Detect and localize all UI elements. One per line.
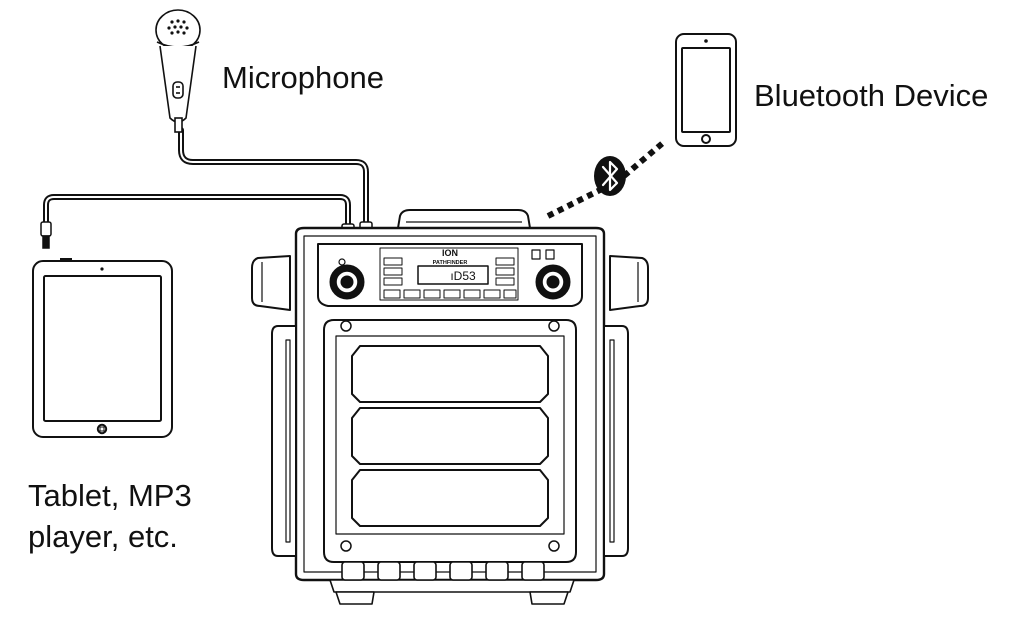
bluetooth-icon xyxy=(594,156,626,196)
microphone-icon xyxy=(155,9,201,133)
microphone-cable xyxy=(178,127,369,229)
speaker-brand: ION xyxy=(442,248,458,258)
tablet-plug xyxy=(40,221,52,249)
tablet-icon xyxy=(32,258,173,438)
speaker-model: PATHFINDER xyxy=(433,260,468,266)
bluetooth-link xyxy=(546,139,666,219)
tablet-label-line1: Tablet, MP3 xyxy=(28,478,192,513)
microphone-label: Microphone xyxy=(222,60,384,95)
speaker-display: ıD53 xyxy=(450,269,476,283)
bluetooth-device-label: Bluetooth Device xyxy=(754,78,989,113)
tablet-audio-cable xyxy=(43,194,351,233)
speaker-icon xyxy=(251,209,649,605)
volume-knob-right xyxy=(531,249,571,300)
smartphone-icon xyxy=(675,33,737,147)
tablet-label-line2: player, etc. xyxy=(28,519,178,554)
volume-knob-left xyxy=(329,258,365,300)
